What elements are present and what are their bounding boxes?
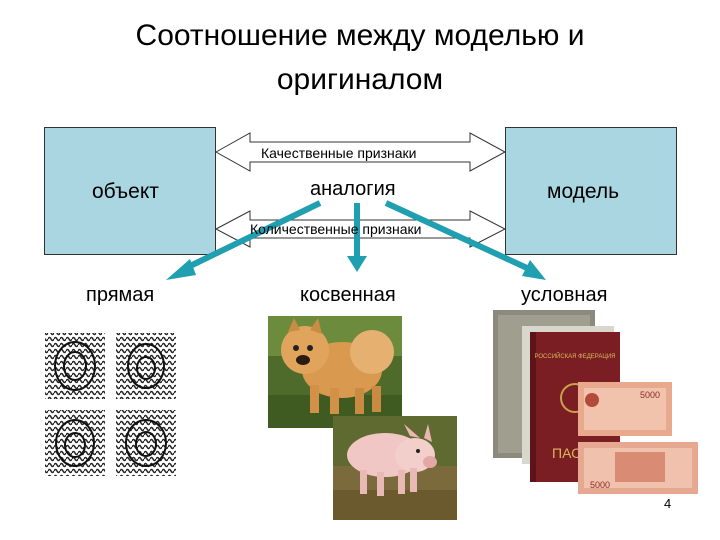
title-line-1: Соотношение между моделью и bbox=[135, 19, 585, 52]
banknote-top: 5000 bbox=[578, 382, 672, 436]
banknote-top-value: 5000 bbox=[640, 390, 660, 400]
banknote-bottom-value: 5000 bbox=[590, 480, 610, 490]
fingerprint-3 bbox=[45, 410, 105, 476]
object-label: объект bbox=[92, 180, 159, 203]
model-label: модель bbox=[547, 180, 620, 203]
passport-bottom-text: ПАС bbox=[552, 445, 581, 461]
arrowhead-indirect bbox=[347, 256, 367, 272]
fingerprint-4 bbox=[116, 410, 176, 476]
model-box bbox=[505, 127, 677, 255]
type-conditional: условная bbox=[521, 284, 608, 306]
page-number: 4 bbox=[664, 496, 672, 511]
analogy-label: аналогия bbox=[310, 178, 396, 200]
object-box bbox=[44, 127, 216, 255]
arrowhead-direct bbox=[166, 259, 196, 280]
type-indirect: косвенная bbox=[300, 284, 396, 306]
qualitative-label: Качественные признаки bbox=[261, 145, 417, 161]
fingerprint-2 bbox=[116, 333, 176, 399]
passport-text: РОССИЙСКАЯ ФЕДЕРАЦИЯ bbox=[535, 352, 616, 360]
fingerprint-1 bbox=[45, 333, 105, 399]
title-line-2: оригиналом bbox=[276, 63, 444, 96]
arrowhead-conditional bbox=[522, 260, 546, 280]
arrow-to-conditional bbox=[384, 200, 529, 271]
arrow-to-direct bbox=[184, 200, 322, 271]
banknote-bottom: 5000 bbox=[578, 442, 698, 494]
slide-title: Соотношение между моделью и оригиналом bbox=[60, 14, 660, 102]
type-direct: прямая bbox=[86, 284, 155, 306]
quantitative-label: Количественные признаки bbox=[250, 221, 422, 237]
qualitative-double-arrow bbox=[214, 132, 507, 172]
